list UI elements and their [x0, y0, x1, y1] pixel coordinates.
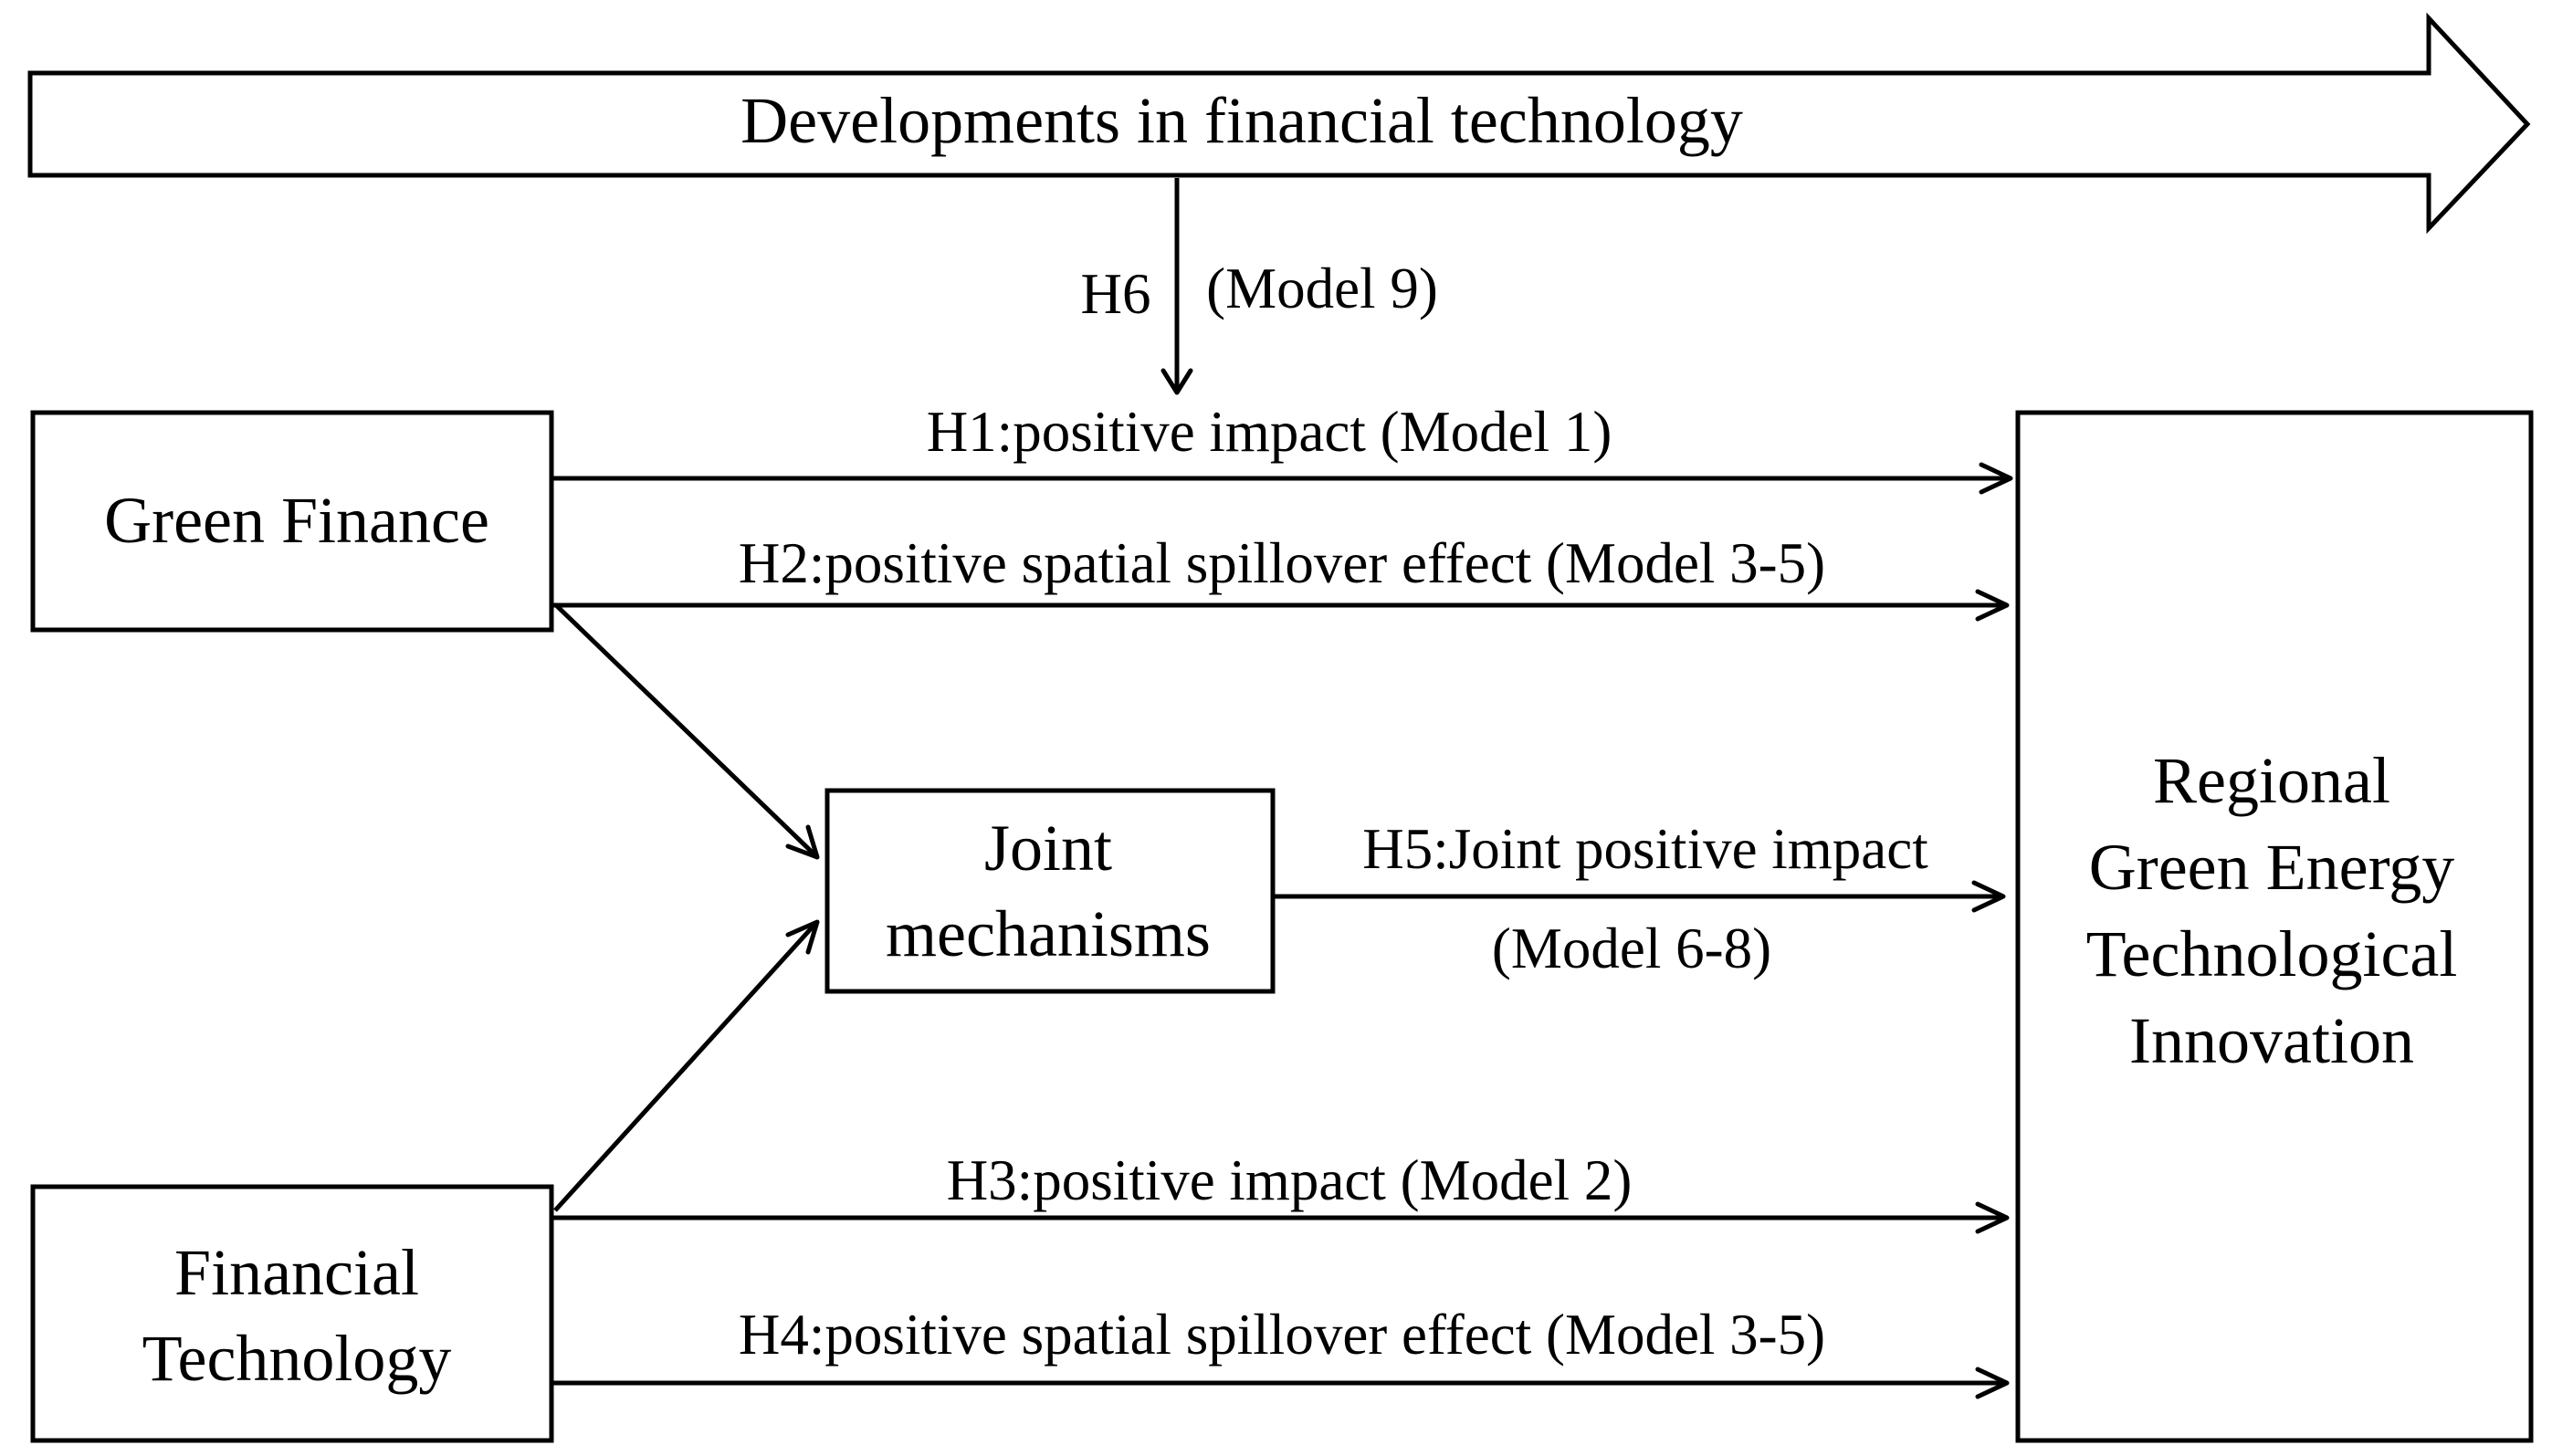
h3-arrowhead [1975, 1201, 2010, 1234]
joint-mechanisms-label-line1: Joint [984, 812, 1112, 885]
node-green-finance: Green Finance [30, 410, 554, 633]
financial-technology-label-line1: Financial [174, 1236, 419, 1309]
gf-joint-arrow-line [553, 602, 817, 857]
h1-label: H1:positive impact (Model 1) [927, 400, 1612, 464]
banner-arrow-shape [27, 12, 2531, 235]
h6-model-label: (Model 9) [1206, 257, 1438, 320]
outcome-box [2015, 410, 2534, 1443]
green-finance-box [30, 410, 554, 633]
node-regional-green-energy-innovation: Regional Green Energy Technological Inno… [2015, 410, 2534, 1443]
joint-mechanisms-label-line2: mechanisms [886, 897, 1211, 970]
green-finance-label: Green Finance [104, 484, 489, 557]
h4-arrowhead [1975, 1367, 2010, 1399]
ft-joint-arrow-line [553, 922, 817, 1212]
h5-model-label: (Model 6-8) [1492, 917, 1771, 980]
h5-label: H5:Joint positive impact [1362, 817, 1928, 881]
edge-h2: H2:positive spatial spillover effect (Mo… [551, 531, 2010, 622]
outcome-label-line4: Innovation [2129, 1004, 2414, 1077]
h3-label: H3:positive impact (Model 2) [947, 1148, 1633, 1212]
financial-technology-box [30, 1184, 554, 1443]
h6-hypothesis-label: H6 [1081, 262, 1151, 326]
h5-arrowhead [1971, 880, 2006, 913]
node-joint-mechanisms: Joint mechanisms [824, 788, 1276, 994]
edge-h6: H6 (Model 9) [1081, 178, 1438, 395]
outcome-label-line1: Regional [2153, 744, 2390, 817]
h1-arrowhead [1979, 462, 2013, 495]
h4-label: H4:positive spatial spillover effect (Mo… [739, 1303, 1825, 1367]
edge-fintech-to-joint [553, 919, 820, 1212]
h6-arrowhead [1160, 368, 1193, 395]
banner-label: Developments in financial technology [740, 84, 1743, 157]
h2-arrowhead [1975, 589, 2010, 622]
h2-label: H2:positive spatial spillover effect (Mo… [739, 531, 1825, 595]
edge-h1: H1:positive impact (Model 1) [551, 400, 2013, 495]
edge-h4: H4:positive spatial spillover effect (Mo… [551, 1303, 2010, 1399]
edge-green-finance-to-joint [553, 602, 820, 860]
gf-joint-arrowhead [785, 824, 820, 860]
joint-mechanisms-box [824, 788, 1276, 994]
fintech-development-banner: Developments in financial technology [27, 12, 2531, 235]
ft-joint-arrowhead [785, 919, 820, 955]
node-financial-technology: Financial Technology [30, 1184, 554, 1443]
financial-technology-label-line2: Technology [142, 1322, 452, 1395]
outcome-label-line3: Technological [2086, 917, 2458, 990]
outcome-label-line2: Green Energy [2089, 831, 2455, 904]
edge-h5: H5:Joint positive impact (Model 6-8) [1273, 817, 2006, 980]
edge-h3: H3:positive impact (Model 2) [551, 1148, 2010, 1234]
